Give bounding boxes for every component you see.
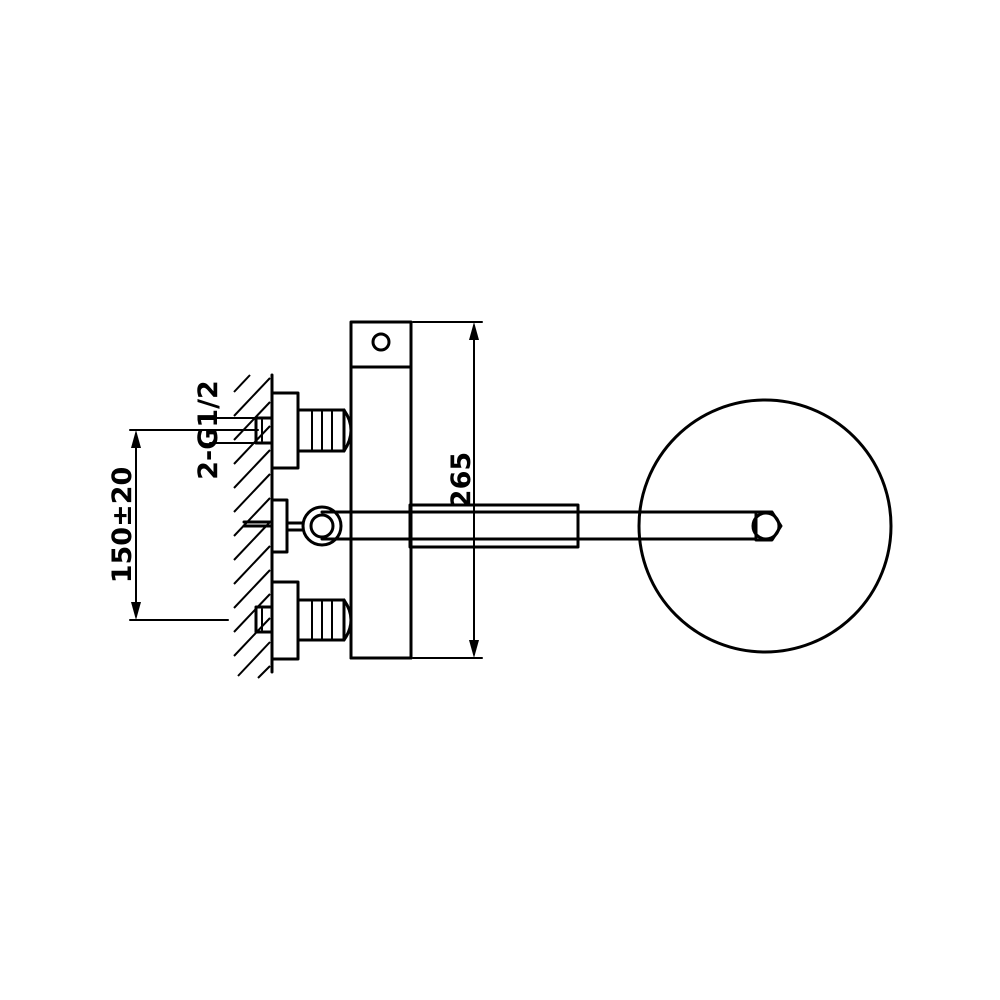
shower-head <box>637 398 893 654</box>
upper-inlet <box>254 391 353 470</box>
wall-hatching <box>233 374 271 679</box>
spacing-label: 150±20 <box>107 467 138 584</box>
middle-bracket <box>242 498 304 554</box>
lower-inlet <box>254 580 353 661</box>
thread-callout: 2-G1/2 <box>193 380 257 480</box>
height-label: 265 <box>446 452 477 508</box>
thread-label: 2-G1/2 <box>193 380 224 480</box>
spacing-dimension: 150±20 <box>107 429 259 621</box>
shower-arm <box>301 503 783 549</box>
height-dimension: 265 <box>412 321 483 659</box>
mixer-body <box>349 320 413 660</box>
